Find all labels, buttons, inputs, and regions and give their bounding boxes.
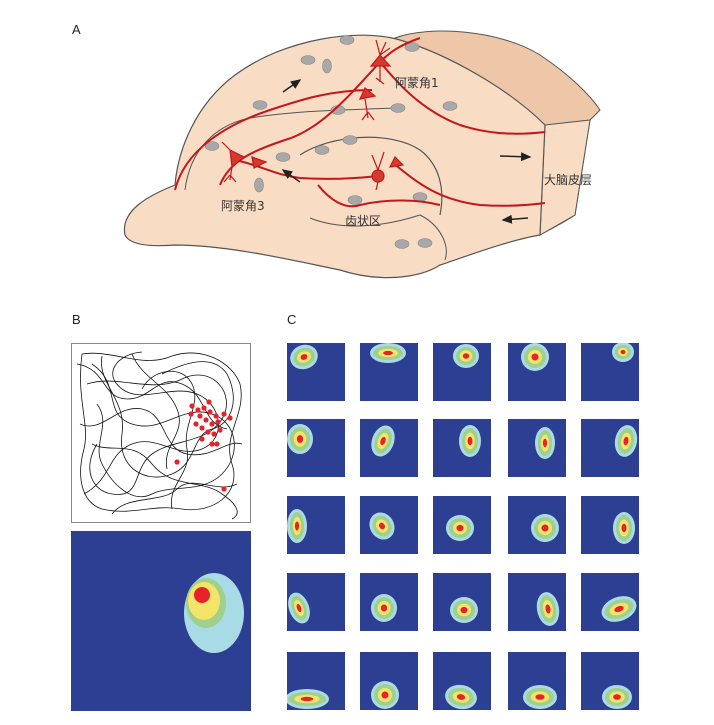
place-field-heatmap (360, 496, 418, 554)
trajectory-path-8 (91, 353, 238, 520)
place-field-heatmap (508, 573, 566, 631)
place-field-heatmap (360, 419, 418, 477)
place-field-heatmap (581, 573, 639, 631)
panel-c-label: C (287, 312, 297, 327)
firing-rate-heatmap (71, 531, 251, 711)
place-field-heatmap (581, 496, 639, 554)
place-field-heatmap (508, 419, 566, 477)
arrow-cortex-in (501, 214, 529, 224)
place-field-heatmap (433, 496, 491, 554)
place-field-heatmap (581, 419, 639, 477)
place-field-heatmap (581, 652, 639, 710)
axon-ca1-cortex (379, 61, 546, 135)
place-field-heatmap (508, 652, 566, 710)
trajectory-path-3 (86, 374, 227, 495)
trajectory-path-2 (91, 363, 235, 497)
place-field-heatmap (360, 573, 418, 631)
axon-cortex-input (392, 162, 546, 207)
cell-bodies (204, 35, 458, 249)
panel-a-label: A (72, 22, 81, 37)
place-field-heatmap (285, 652, 345, 710)
axon-dentate-lower (317, 184, 441, 208)
neurons (221, 39, 405, 191)
place-field-heatmap (433, 419, 491, 477)
trajectory-plot (71, 343, 251, 523)
trajectory-path-6 (83, 351, 219, 495)
dentate-label: 齿状区 (345, 214, 382, 228)
trajectory-path-4 (101, 355, 234, 478)
place-field-heatmap (360, 343, 418, 401)
dentate-gyrus-curve (299, 136, 443, 216)
axon-ca3-ca1 (174, 89, 373, 191)
place-field-heatmap (508, 343, 566, 401)
cortex-label: 大脑皮层 (544, 173, 593, 187)
trajectory-path-7 (76, 363, 238, 515)
spike-dots (174, 399, 233, 492)
arrow-ca1 (282, 79, 302, 93)
place-field-heatmap (287, 343, 345, 401)
ca1-label: 阿蒙角1 (395, 76, 439, 90)
hippocampus-body (123, 34, 546, 279)
lower-fold (309, 214, 447, 261)
heatmap-svg (184, 573, 244, 653)
place-field-heatmap (287, 496, 345, 554)
place-field-heatmap (581, 342, 639, 401)
place-field-heatmap (433, 343, 491, 401)
trajectory-path-1 (80, 352, 242, 512)
place-field-heatmap (360, 652, 418, 710)
place-field-heatmap (287, 573, 345, 631)
place-field-heatmap (433, 652, 491, 710)
trajectory-path-5 (79, 370, 243, 510)
ca3-label: 阿蒙角3 (221, 199, 265, 213)
place-field-heatmap (433, 573, 491, 631)
place-field-heatmap (287, 419, 345, 477)
hippocampus-diagram (123, 30, 601, 279)
trajectory-svg (76, 351, 243, 520)
panel-b-label: B (72, 312, 81, 327)
place-field-heatmap (508, 496, 566, 554)
arrow-cortex-out (499, 152, 532, 162)
arrow-dentate (281, 169, 301, 183)
